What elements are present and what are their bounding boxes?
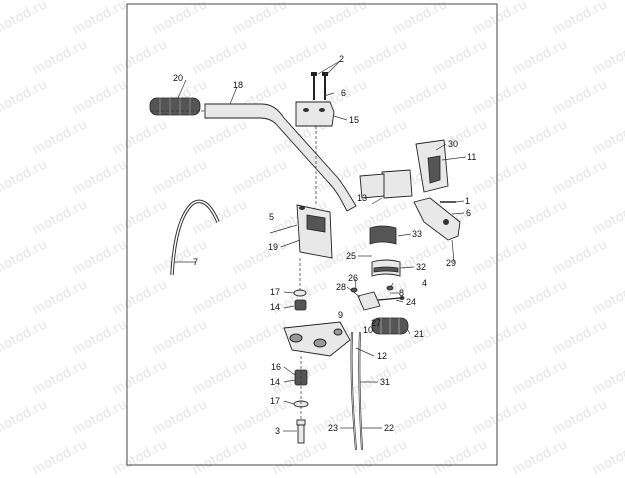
callout-17b: 17 (270, 396, 280, 406)
handlebar (204, 103, 357, 212)
callout-28: 28 (336, 282, 346, 292)
diagram-frame (126, 3, 498, 466)
callout-22: 22 (384, 423, 394, 433)
callout-27: 27 (371, 318, 381, 328)
callout-21: 21 (414, 329, 424, 339)
callout-3: 3 (275, 426, 280, 436)
left-grip (149, 97, 201, 116)
small-part-4 (386, 285, 394, 291)
callout-13: 13 (357, 193, 367, 203)
leader-lines (175, 60, 467, 432)
callout-5: 5 (269, 212, 274, 222)
callout-14a: 14 (270, 302, 280, 312)
mount-bolt (296, 419, 306, 444)
callout-16: 16 (271, 362, 281, 372)
callout-23: 23 (328, 423, 338, 433)
callout-29: 29 (446, 258, 456, 268)
callout-19: 19 (268, 242, 278, 252)
washer-top (293, 289, 307, 297)
throttle-grip (371, 317, 409, 335)
callout-33: 33 (412, 229, 422, 239)
callout-17a: 17 (270, 287, 280, 297)
callout-6b: 6 (466, 208, 471, 218)
callout-8: 8 (399, 288, 404, 298)
lower-holder (296, 204, 333, 259)
callout-24: 24 (406, 297, 416, 307)
callout-4: 4 (422, 278, 427, 288)
switch-housing (415, 139, 449, 193)
throttle-bracket (357, 291, 381, 311)
triple-clamp (283, 321, 351, 357)
throttle-sleeve-top (369, 225, 397, 245)
callout-32: 32 (416, 262, 426, 272)
callout-30: 30 (448, 139, 458, 149)
callout-31: 31 (380, 377, 390, 387)
callout-9: 9 (338, 310, 343, 320)
callout-20: 20 (173, 73, 183, 83)
throttle-cables (350, 331, 363, 451)
callout-1: 1 (465, 196, 470, 206)
callout-2: 2 (339, 54, 344, 64)
rubber-bushing-top (294, 299, 307, 311)
callout-18: 18 (233, 80, 243, 90)
callout-11: 11 (467, 152, 476, 162)
callout-26: 26 (348, 273, 358, 283)
switch-body (359, 169, 413, 199)
callout-14b: 14 (270, 377, 280, 387)
callout-10: 10 (363, 325, 373, 335)
lever (413, 197, 461, 241)
callout-25: 25 (346, 251, 356, 261)
callout-15: 15 (349, 115, 359, 125)
throttle-collar (371, 259, 401, 277)
callout-7: 7 (193, 257, 198, 267)
parts-diagram: 1 2 3 4 5 6 6 7 8 9 10 11 12 13 14 14 15… (126, 3, 498, 466)
callout-6a: 6 (341, 88, 346, 98)
upper-clamp (295, 101, 335, 127)
callout-12: 12 (377, 351, 387, 361)
callout-numbers: 1 2 3 4 5 6 6 7 8 9 10 11 12 13 14 14 15… (173, 54, 476, 436)
